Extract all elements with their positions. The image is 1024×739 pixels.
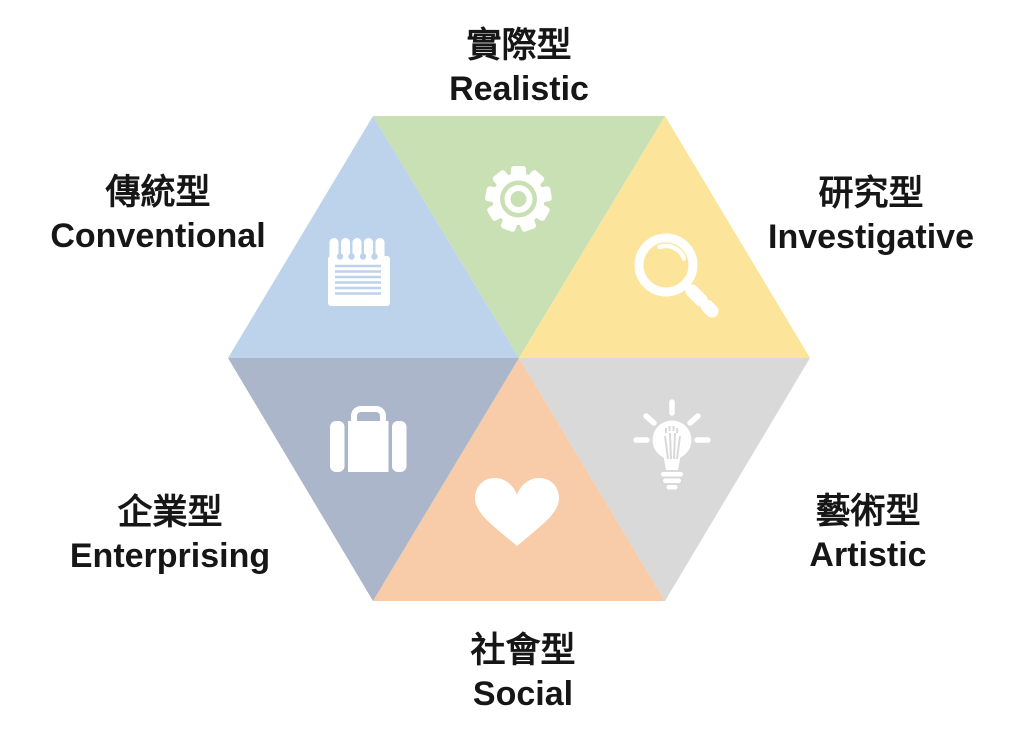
label-realistic: 實際型 Realistic <box>449 24 589 110</box>
label-realistic-zh: 實際型 <box>466 26 572 65</box>
gear-icon <box>485 166 552 232</box>
label-social: 社會型 Social <box>470 629 575 715</box>
label-investigative-en: Investigative <box>768 218 974 257</box>
notepad-icon <box>328 238 390 306</box>
label-artistic-en: Artistic <box>809 536 927 575</box>
segment-social <box>373 358 665 601</box>
label-social-en: Social <box>472 675 574 714</box>
segment-realistic <box>373 116 665 358</box>
heart-icon <box>475 478 559 546</box>
label-enterprising-en: Enterprising <box>69 537 271 576</box>
segment-conventional <box>228 116 519 358</box>
label-social-zh: 社會型 <box>470 631 576 670</box>
label-artistic-zh: 藝術型 <box>815 492 921 531</box>
lightbulb-icon <box>633 399 711 490</box>
label-enterprising-zh: 企業型 <box>117 493 223 532</box>
magnifying-glass-icon <box>634 233 719 318</box>
label-realistic-en: Realistic <box>449 70 589 109</box>
label-conventional-en: Conventional <box>50 217 266 256</box>
segment-enterprising <box>228 358 519 601</box>
label-conventional: 傳統型 Conventional <box>50 171 265 257</box>
briefcase-icon <box>330 406 407 472</box>
label-investigative-zh: 研究型 <box>818 174 924 213</box>
label-enterprising: 企業型 Enterprising <box>70 491 270 577</box>
label-conventional-zh: 傳統型 <box>105 173 211 212</box>
label-investigative: 研究型 Investigative <box>768 172 974 258</box>
label-artistic: 藝術型 Artistic <box>809 490 926 576</box>
